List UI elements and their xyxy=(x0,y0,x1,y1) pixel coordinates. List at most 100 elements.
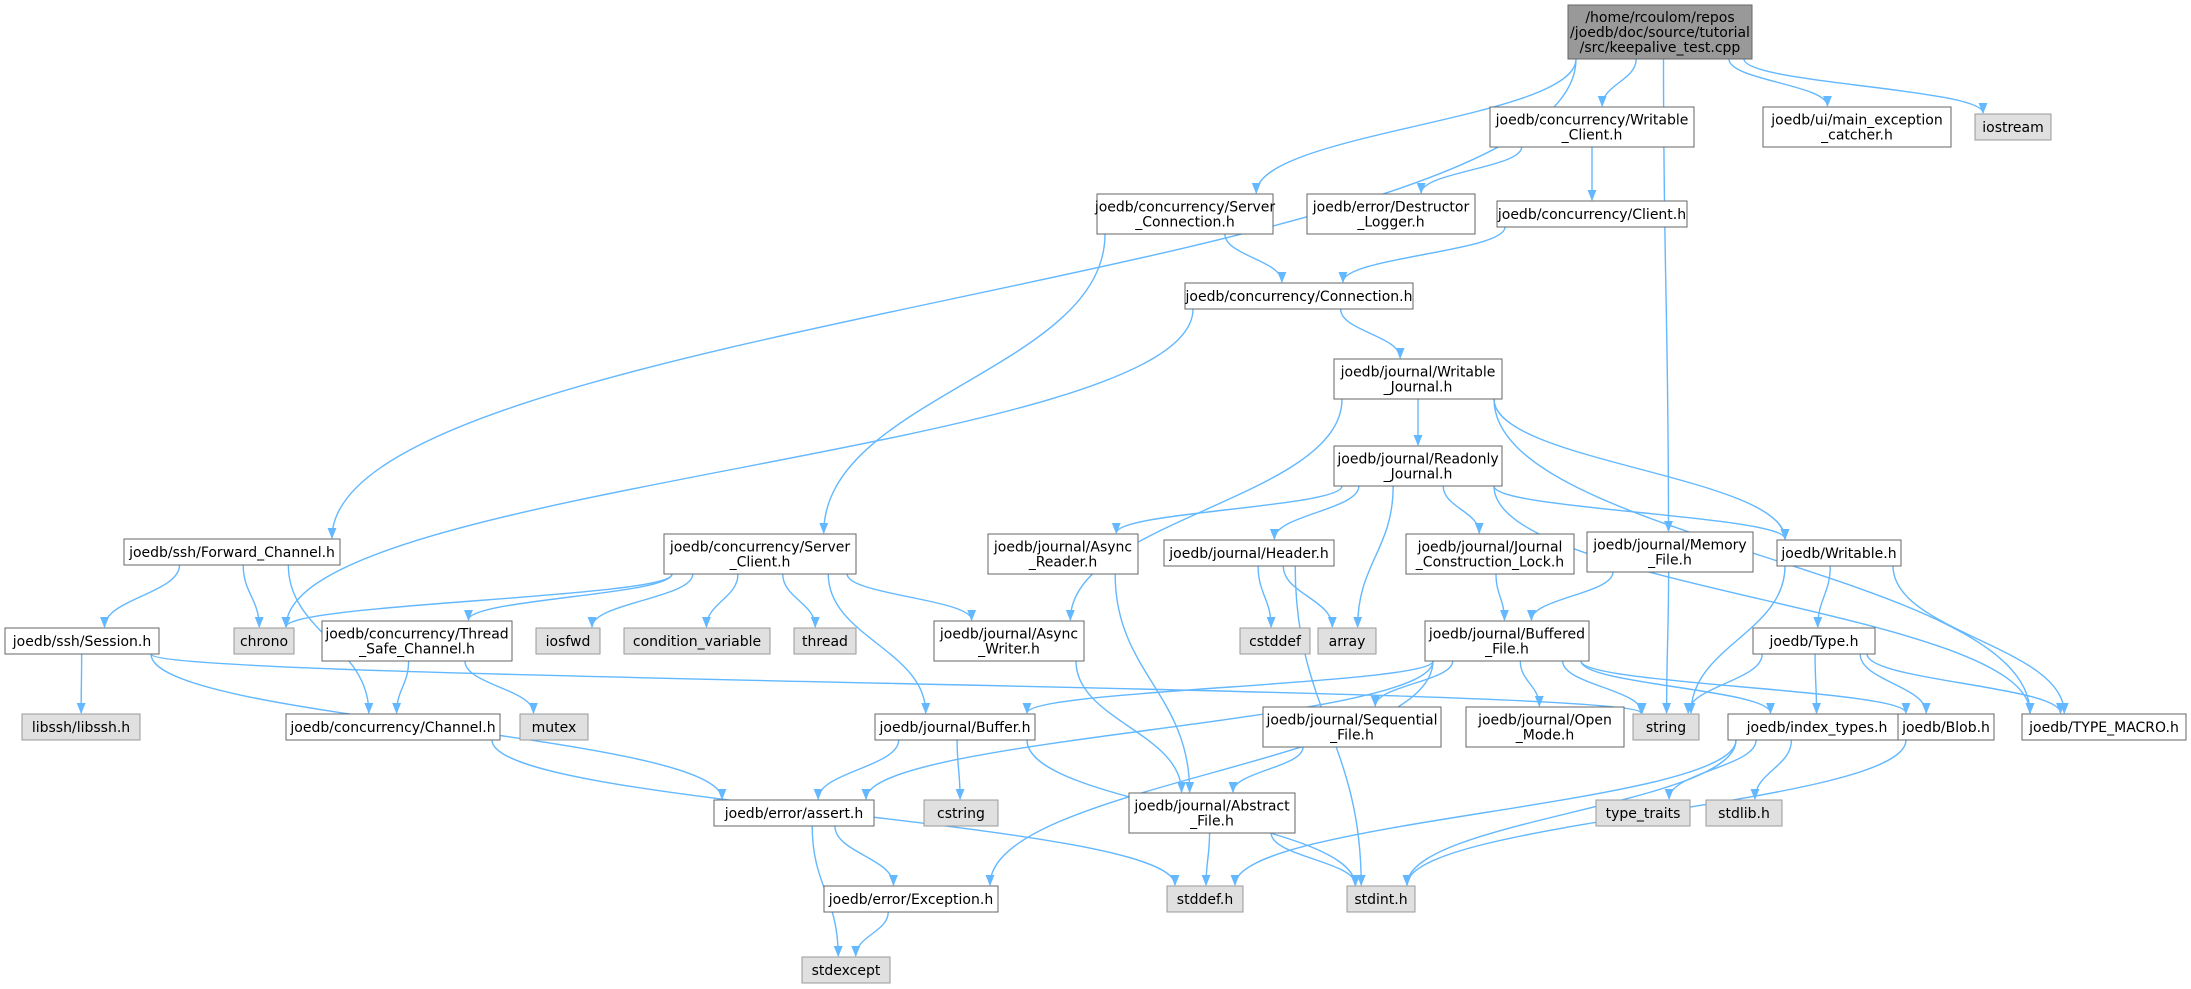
node-label: joedb/concurrency/Channel.h xyxy=(289,720,495,736)
node-buffered-file[interactable]: joedb/journal/Buffered_File.h xyxy=(1424,620,1590,662)
node-libssh: libssh/libssh.h xyxy=(21,713,141,741)
node-buffer[interactable]: joedb/journal/Buffer.h xyxy=(874,713,1036,741)
node-sequential-file[interactable]: joedb/journal/Sequential_File.h xyxy=(1262,706,1442,748)
node-box xyxy=(1776,539,1902,567)
node-label: _File.h xyxy=(1484,642,1529,658)
node-label: stddef.h xyxy=(1177,892,1233,908)
node-box xyxy=(1632,713,1700,741)
node-writable-client[interactable]: joedb/concurrency/Writable_Client.h xyxy=(1489,106,1695,148)
edge-server-client-to-buffer xyxy=(827,573,931,715)
edge-buffered-file-to-string xyxy=(1561,660,1647,715)
node-cstring: cstring xyxy=(923,799,999,827)
edge-index-types-to-stdint xyxy=(1402,739,1737,887)
node-label: joedb/Type.h xyxy=(1768,634,1858,650)
edge-server-client-to-thread xyxy=(782,573,820,629)
node-label: array xyxy=(1329,634,1366,650)
edge-session-to-string xyxy=(150,653,1645,715)
node-assert[interactable]: joedb/error/assert.h xyxy=(713,799,875,827)
edge-forward-channel-to-session xyxy=(100,564,181,629)
node-writable[interactable]: joedb/Writable.h xyxy=(1776,539,1902,567)
node-client[interactable]: joedb/concurrency/Client.h xyxy=(1496,200,1688,228)
node-label: joedb/journal/Buffered xyxy=(1428,627,1585,643)
node-root[interactable]: /home/rcoulom/repos/joedb/doc/source/tut… xyxy=(1567,4,1753,60)
node-box xyxy=(874,713,1036,741)
node-label: /joedb/doc/source/tutorial xyxy=(1570,25,1750,41)
node-label: _Journal.h xyxy=(1383,467,1453,483)
node-label: joedb/concurrency/Writable xyxy=(1495,113,1689,129)
node-box xyxy=(2021,713,2187,741)
edge-header-to-cstddef xyxy=(1257,565,1276,629)
node-label: _Logger.h xyxy=(1356,215,1424,231)
node-open-mode[interactable]: joedb/journal/Open_Mode.h xyxy=(1465,706,1625,748)
node-memory-file[interactable]: joedb/journal/Memory_File.h xyxy=(1586,531,1754,573)
node-label: _Writer.h xyxy=(977,642,1040,658)
node-label: _Client.h xyxy=(1561,128,1623,144)
edge-async-writer-to-abstract-file xyxy=(1075,660,1187,794)
edge-server-client-to-async-writer xyxy=(846,573,977,622)
edge-abstract-file-to-stddef xyxy=(1201,832,1211,887)
node-abstract-file[interactable]: joedb/journal/Abstract_File.h xyxy=(1128,792,1296,834)
node-box xyxy=(1096,193,1274,235)
node-label: _File.h xyxy=(1647,553,1692,569)
node-connection[interactable]: joedb/concurrency/Connection.h xyxy=(1184,282,1414,310)
node-cstddef: cstddef xyxy=(1239,627,1311,655)
node-box xyxy=(1239,627,1311,655)
node-async-writer[interactable]: joedb/journal/Async_Writer.h xyxy=(933,620,1085,662)
node-box xyxy=(1163,539,1335,567)
edge-type-to-index-types xyxy=(1812,653,1822,715)
node-label: joedb/journal/Abstract xyxy=(1133,799,1290,815)
edge-session-to-libssh xyxy=(76,653,86,715)
node-writable-journal[interactable]: joedb/journal/Writable_Journal.h xyxy=(1333,358,1503,400)
node-label: joedb/journal/Readonly xyxy=(1336,452,1498,468)
node-box xyxy=(1346,885,1416,913)
edge-async-reader-to-abstract-file xyxy=(1114,573,1195,794)
node-label: _Reader.h xyxy=(1028,555,1098,571)
node-box xyxy=(1974,113,2052,141)
node-index-types[interactable]: joedb/index_types.h xyxy=(1727,713,1907,741)
node-type[interactable]: joedb/Type.h xyxy=(1752,627,1876,655)
node-label: joedb/journal/Writable xyxy=(1340,365,1496,381)
node-label: joedb/concurrency/Connection.h xyxy=(1185,289,1413,305)
node-type-macro[interactable]: joedb/TYPE_MACRO.h xyxy=(2021,713,2187,741)
node-string: string xyxy=(1632,713,1700,741)
node-main-exception-catcher[interactable]: joedb/ui/main_exception_catcher.h xyxy=(1762,106,1952,148)
node-readonly-journal[interactable]: joedb/journal/Readonly_Journal.h xyxy=(1333,445,1503,487)
edge-buffer-to-cstring xyxy=(955,739,965,801)
dependency-edges xyxy=(76,58,2069,958)
node-box xyxy=(823,885,999,913)
node-box xyxy=(1184,282,1414,310)
node-blob[interactable]: joedb/Blob.h xyxy=(1897,713,1995,741)
edge-connection-to-chrono xyxy=(281,308,1194,629)
node-label: chrono xyxy=(240,634,288,650)
node-label: condition_variable xyxy=(633,634,761,650)
node-label: _File.h xyxy=(1189,814,1234,830)
node-server-connection[interactable]: joedb/concurrency/Server_Connection.h xyxy=(1094,193,1276,235)
node-header[interactable]: joedb/journal/Header.h xyxy=(1163,539,1335,567)
edge-server-client-to-thread-safe-channel xyxy=(464,573,673,622)
node-destructor-logger[interactable]: joedb/error/Destructor_Logger.h xyxy=(1306,193,1476,235)
edge-buffered-file-to-open-mode xyxy=(1519,660,1544,708)
node-label: libssh/libssh.h xyxy=(32,720,130,736)
node-box xyxy=(663,533,857,575)
node-label: joedb/Blob.h xyxy=(1901,720,1990,736)
node-thread-safe-channel[interactable]: joedb/concurrency/Thread_Safe_Channel.h xyxy=(321,620,513,662)
node-exception[interactable]: joedb/error/Exception.h xyxy=(823,885,999,913)
node-forward-channel[interactable]: joedb/ssh/Forward_Channel.h xyxy=(123,538,341,566)
node-session[interactable]: joedb/ssh/Session.h xyxy=(4,627,160,655)
node-label: type_traits xyxy=(1606,806,1681,822)
node-journal-construction-lock[interactable]: joedb/journal/Journal_Construction_Lock.… xyxy=(1405,533,1575,575)
node-async-reader[interactable]: joedb/journal/Async_Reader.h xyxy=(987,533,1139,575)
edge-connection-to-writable-journal xyxy=(1339,308,1405,360)
edge-memory-file-to-string xyxy=(1662,571,1672,715)
edge-assert-to-exception xyxy=(834,825,898,887)
node-channel[interactable]: joedb/concurrency/Channel.h xyxy=(285,713,501,741)
edge-server-connection-to-server-client xyxy=(819,233,1106,535)
node-label: _Journal.h xyxy=(1383,380,1453,396)
edge-root-to-server-connection xyxy=(1251,58,1577,195)
node-box xyxy=(623,627,771,655)
node-server-client[interactable]: joedb/concurrency/Server_Client.h xyxy=(663,533,857,575)
edge-exception-to-stdexcept xyxy=(851,911,889,958)
node-mutex: mutex xyxy=(519,713,589,741)
node-thread: thread xyxy=(793,627,857,655)
node-stddef: stddef.h xyxy=(1166,885,1244,913)
